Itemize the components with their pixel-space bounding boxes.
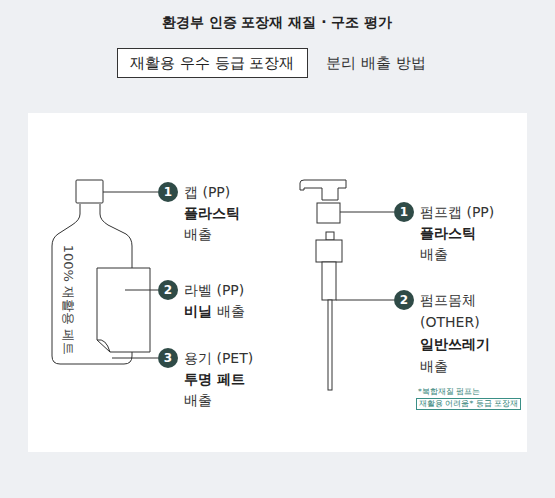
pump-collar xyxy=(316,240,342,262)
leader-line xyxy=(340,212,394,213)
leader-line xyxy=(112,358,158,359)
leader-line xyxy=(125,290,158,291)
leader-line xyxy=(336,300,394,301)
leader-line xyxy=(103,192,158,193)
disposal-label: 라벨 (PP) xyxy=(184,280,244,300)
disposal-label: 배출 xyxy=(420,244,448,264)
callout-number: 1 xyxy=(394,202,414,222)
grade-box: 재활용 우수 등급 포장재 xyxy=(117,48,308,78)
page-title: 환경부 인증 포장재 재질 · 구조 평가 xyxy=(162,12,393,32)
callout-number: 2 xyxy=(158,280,178,300)
disposal-label: 배출 xyxy=(184,224,212,244)
content-panel xyxy=(28,113,527,452)
disposal-label: 일반쓰레기 xyxy=(420,334,490,354)
label-sheet xyxy=(97,268,150,352)
label-curl xyxy=(97,340,110,352)
bottle-outline xyxy=(52,204,132,364)
pet-bottle: 100% 재활용 페트 xyxy=(50,204,136,368)
pump-cylinder xyxy=(322,262,336,300)
dip-tube xyxy=(328,300,332,390)
bottle-cap xyxy=(76,180,103,203)
bottle-print: 100% 재활용 페트 xyxy=(61,245,76,355)
callout-digit: 1 xyxy=(164,185,172,199)
pump-cap xyxy=(317,203,340,223)
callout-digit: 2 xyxy=(400,293,408,307)
disposal-label: 배출 xyxy=(217,301,245,321)
callout-digit: 2 xyxy=(164,283,172,297)
disposal-label: 펌프캡 (PP) xyxy=(420,202,494,222)
section-heading: 분리 배출 방법 xyxy=(326,53,426,73)
box-text: 재활용 우수 등급 포장재 xyxy=(130,53,295,73)
disposal-label: 투명 페트 xyxy=(184,369,245,389)
disposal-label: 플라스틱 xyxy=(184,203,240,223)
pump-head xyxy=(300,180,346,200)
callout-number: 3 xyxy=(158,348,178,368)
callout-number: 2 xyxy=(394,290,414,310)
disposal-label: 캡 (PP) xyxy=(184,182,230,202)
callout-digit: 1 xyxy=(400,205,408,219)
grade-note-box: 재활용 어려움* 등급 포장재 xyxy=(416,398,521,410)
callout-number: 1 xyxy=(158,182,178,202)
disposal-label: 배출 xyxy=(184,390,212,410)
box-text: 재활용 어려움* 등급 포장재 xyxy=(419,399,518,409)
disposal-label: 배출 xyxy=(420,356,448,376)
pump-stem xyxy=(326,232,334,240)
disposal-label: 플라스틱 xyxy=(420,223,476,243)
disposal-label: 비닐 xyxy=(184,301,212,321)
note-text: *복합재질 펌프는 xyxy=(418,387,480,397)
disposal-label: 펌프몸체 (OTHER) xyxy=(420,289,504,333)
disposal-label: 용기 (PET) xyxy=(184,348,253,368)
callout-digit: 3 xyxy=(164,351,172,365)
